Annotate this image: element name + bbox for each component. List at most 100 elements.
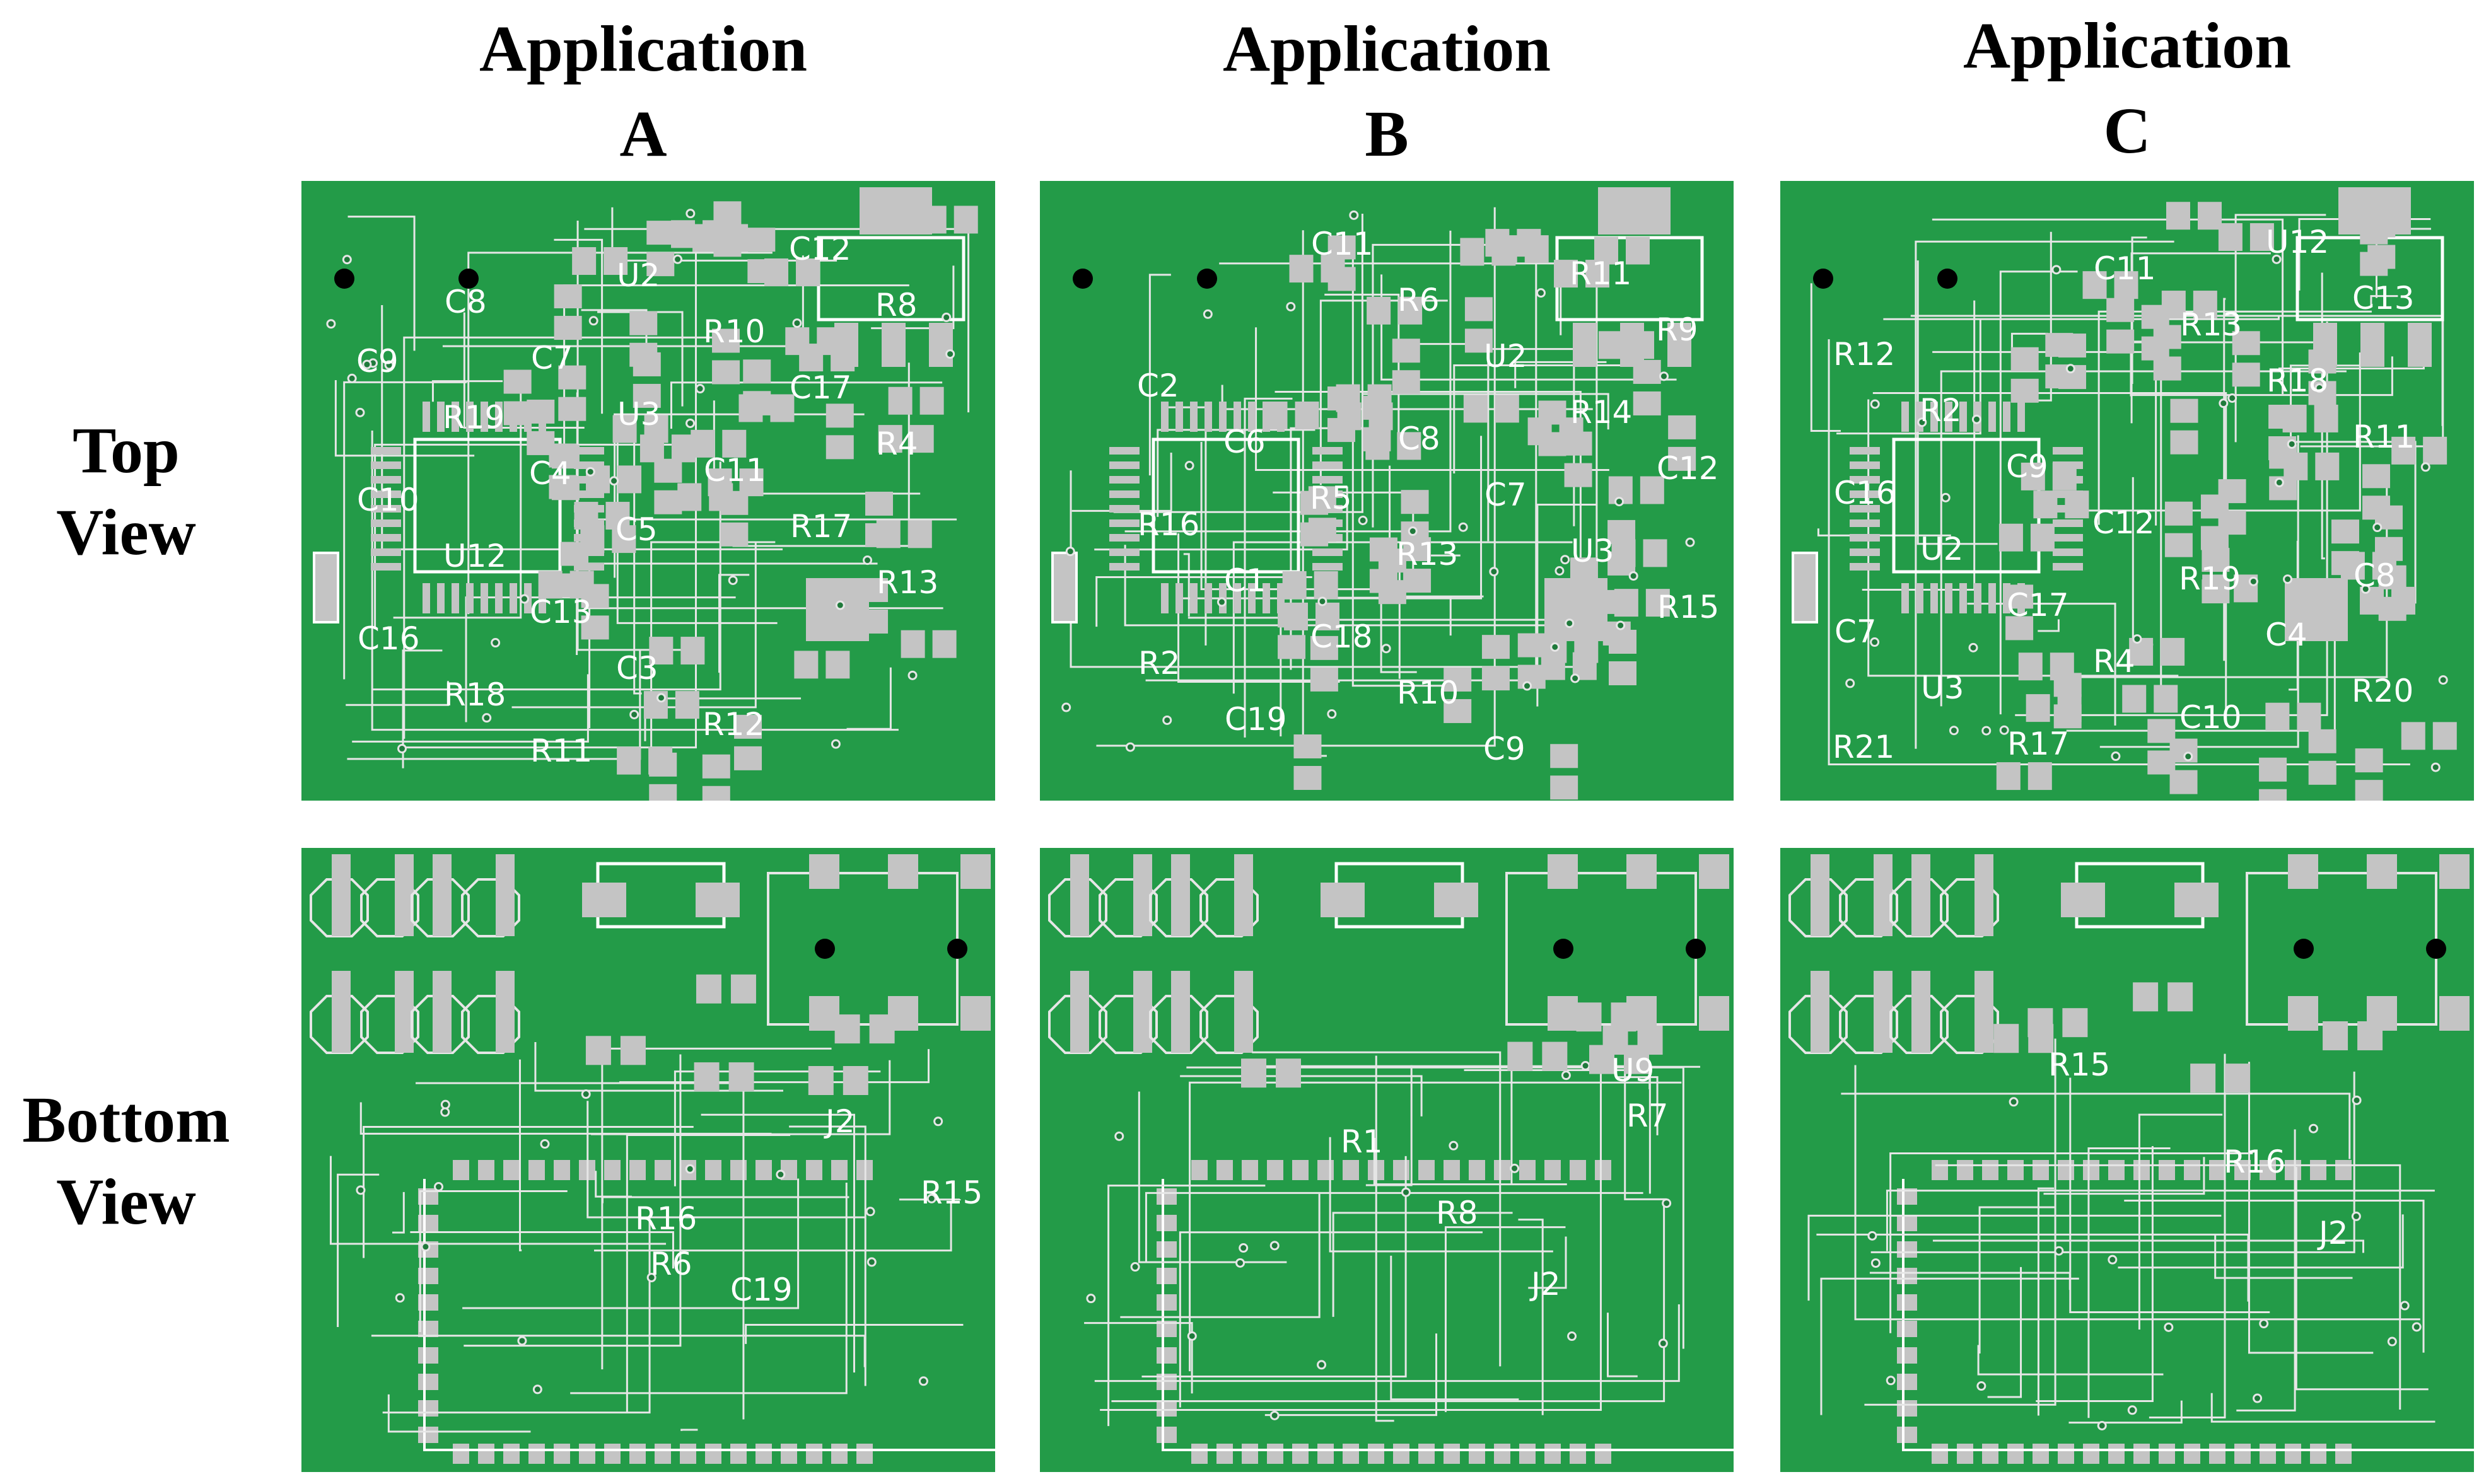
pad [2174, 883, 2219, 917]
pad [1645, 589, 1670, 617]
ref-designator: U3 [1571, 533, 1614, 569]
pad [1175, 583, 1183, 613]
pad [581, 615, 609, 640]
pad [2027, 762, 2052, 791]
ref-designator: R11 [1570, 255, 1631, 292]
via [2272, 254, 2282, 264]
pad [418, 1215, 438, 1231]
pad [1643, 539, 1667, 567]
via [2164, 1322, 2174, 1332]
pad [1633, 391, 1661, 415]
trace [2112, 340, 2157, 526]
trace [1111, 1202, 1665, 1403]
pad [612, 525, 636, 554]
pad [888, 386, 913, 415]
header-pad-outline [310, 995, 369, 1054]
via [1685, 537, 1695, 547]
pad [2285, 578, 2348, 641]
pad [1578, 589, 1603, 618]
pad [1157, 1294, 1177, 1311]
pad [1541, 652, 1565, 680]
ref-designator: R12 [703, 706, 764, 743]
pad [503, 1444, 520, 1464]
pad [1295, 401, 1319, 429]
pad [1598, 187, 1671, 235]
pad [538, 571, 563, 599]
pad [2108, 1444, 2125, 1464]
via [1554, 565, 1565, 576]
pad [2355, 780, 2383, 801]
via [1114, 1131, 1124, 1141]
ref-designator: J2 [824, 1103, 855, 1140]
pad [2133, 1444, 2150, 1464]
pad [770, 394, 795, 422]
trace [1124, 230, 1452, 533]
trace [1264, 1333, 1438, 1417]
via [646, 1272, 656, 1282]
header-pad-outline [1149, 878, 1208, 937]
trace [1107, 1185, 1266, 1427]
via [2132, 634, 2142, 644]
trace [1916, 260, 1998, 545]
pad [860, 609, 889, 634]
module-outline [1902, 1179, 2474, 1451]
pad [371, 563, 401, 571]
header-pad-outline [1048, 995, 1107, 1054]
pad [332, 971, 351, 1053]
pad [1793, 553, 1817, 622]
ref-designator: R11 [530, 733, 592, 769]
row-title-bottom: Bottom View [22, 1084, 230, 1238]
pad [1234, 583, 1241, 613]
pad [371, 548, 401, 556]
pad [371, 490, 401, 498]
pad [794, 651, 819, 679]
trace [2210, 1393, 2435, 1423]
pad [1315, 602, 1340, 630]
ref-designator: R7 [1626, 1098, 1669, 1134]
pad [582, 883, 626, 917]
pad [2401, 722, 2425, 750]
via [1184, 461, 1194, 471]
ref-designator: C6 [1223, 424, 1266, 460]
pad [2053, 534, 2083, 542]
pad [2005, 584, 2034, 609]
pad [869, 1014, 895, 1044]
pad [1982, 1444, 1998, 1464]
via [1449, 1140, 1459, 1151]
via [2283, 574, 2293, 584]
pad [2285, 1160, 2301, 1180]
pad [1109, 548, 1140, 556]
pad [1564, 463, 1592, 487]
pad [954, 206, 978, 234]
mounting-hole [1813, 269, 1833, 289]
pad [1633, 359, 1661, 384]
ref-designator: C8 [1398, 420, 1440, 457]
pad [2432, 722, 2457, 750]
trace [1978, 1206, 2055, 1354]
via [1239, 1243, 1249, 1253]
pad [2308, 349, 2336, 374]
via [1659, 371, 1669, 381]
ref-designator: U3 [617, 396, 660, 432]
pad [1897, 1347, 1917, 1364]
pad [1494, 1160, 1510, 1180]
ref-designator: R13 [877, 564, 938, 601]
via [1269, 1241, 1280, 1251]
pad [1393, 1444, 1409, 1464]
pad [2308, 729, 2336, 753]
pad [510, 583, 517, 613]
trace [403, 336, 727, 739]
ref-designator: R16 [2224, 1144, 2285, 1180]
pad [901, 630, 925, 658]
pad [691, 429, 715, 458]
pad [1292, 1160, 1309, 1180]
pad [785, 327, 810, 356]
ref-designator: R4 [876, 426, 918, 462]
pad [2225, 1064, 2251, 1093]
trace [597, 311, 684, 407]
pad [1901, 402, 1909, 432]
ref-designator: C12 [1657, 450, 1719, 487]
pad [1463, 395, 1488, 423]
pad [1363, 427, 1391, 451]
